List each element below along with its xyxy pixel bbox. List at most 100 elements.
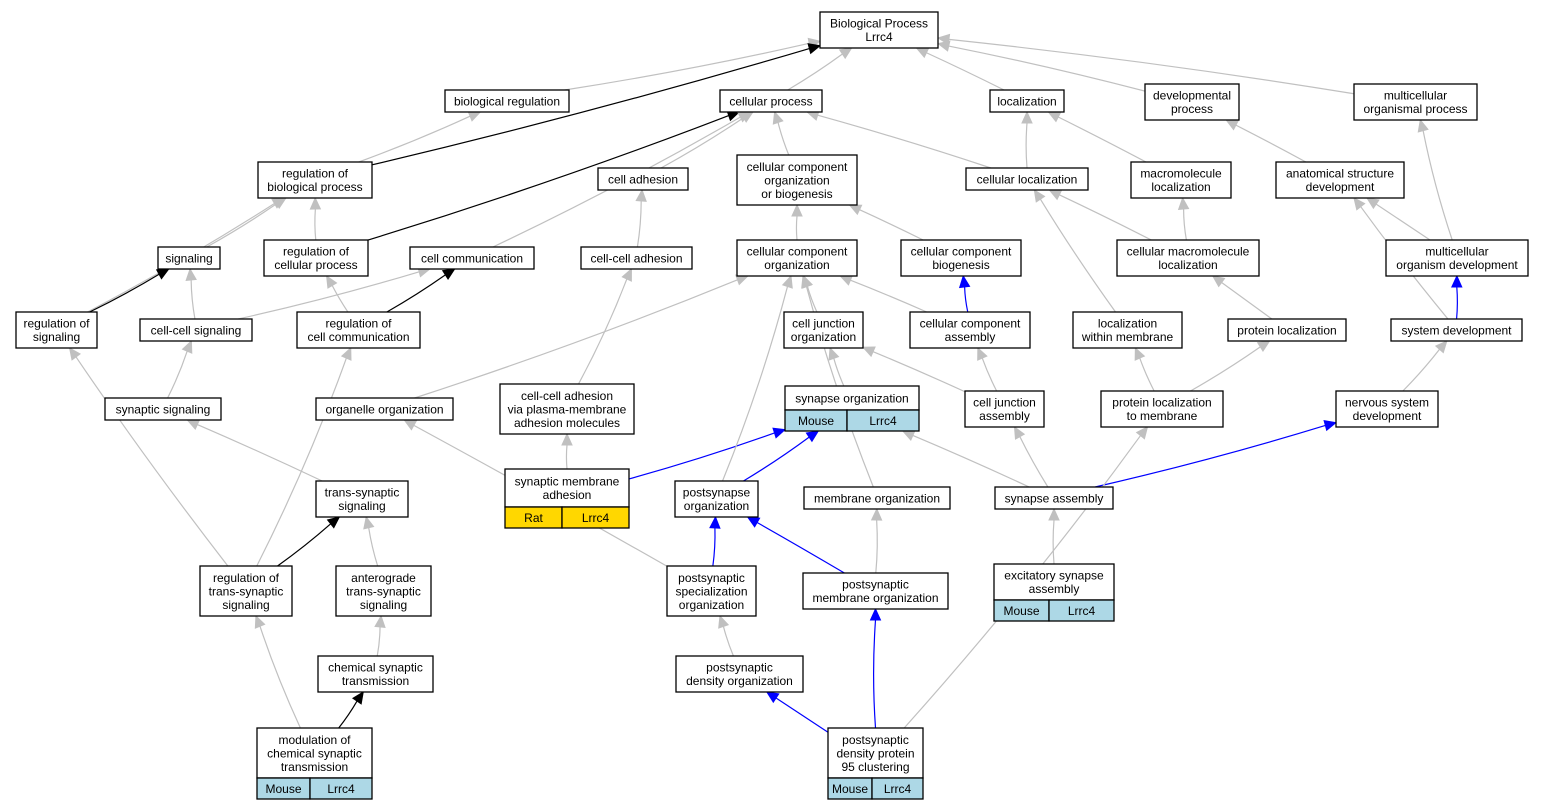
edge-arrowhead [186, 419, 201, 431]
go-term-membrane-organization[interactable]: membrane organization [803, 486, 951, 510]
term-label: synaptic membrane [515, 475, 620, 489]
term-box [157, 246, 221, 270]
edge-line [367, 115, 729, 241]
species-label[interactable]: Mouse [265, 782, 301, 796]
edge-is-a [1402, 340, 1448, 392]
go-term-protein-localization[interactable]: protein localization [1227, 318, 1347, 342]
term-label: organization [764, 258, 829, 272]
edge-arrowhead [1021, 110, 1033, 124]
go-term-cell-cell-signaling[interactable]: cell-cell signaling [139, 318, 253, 342]
go-term-cell-communication[interactable]: cell communication [409, 246, 535, 270]
edge-line [721, 286, 789, 482]
edge-line [722, 626, 734, 657]
species-label[interactable]: Mouse [798, 414, 834, 428]
go-term-cell-cell-adhesion[interactable]: cell-cell adhesion [580, 246, 693, 270]
edge-is-a [1048, 507, 1060, 565]
edge-line [817, 114, 992, 169]
species-label[interactable]: Mouse [1003, 604, 1039, 618]
edge-is-a [787, 47, 853, 91]
go-term-system-development[interactable]: system development [1390, 318, 1523, 342]
go-term-organelle-organization[interactable]: organelle organization [315, 397, 454, 421]
term-label: regulation of [283, 245, 350, 259]
go-term-biological-regulation[interactable]: biological regulation [444, 89, 570, 113]
edge-regulates [89, 268, 170, 313]
edge-line [1235, 124, 1307, 163]
term-label: regulation of [282, 167, 349, 181]
go-term-cellular-localization[interactable]: cellular localization [965, 167, 1089, 191]
edge-is-a [1033, 188, 1117, 313]
species-label[interactable]: Rat [524, 511, 543, 525]
term-box [315, 397, 454, 421]
gene-label[interactable]: Lrrc4 [1068, 604, 1096, 618]
gene-label[interactable]: Lrrc4 [869, 414, 897, 428]
go-term-synaptic-signaling[interactable]: synaptic signaling [104, 397, 222, 421]
edge-arrowhead [635, 188, 647, 202]
edge-is-a [801, 274, 874, 488]
edge-arrowhead [977, 346, 988, 361]
term-label: signaling [222, 598, 269, 612]
term-label: density protein [836, 746, 914, 760]
edge-is-a [861, 346, 966, 393]
gene-label[interactable]: Lrrc4 [582, 511, 610, 525]
gene-cell [871, 777, 924, 800]
species-label[interactable]: Mouse [832, 782, 868, 796]
term-label: multicellular [1384, 89, 1447, 103]
term-label: localization [997, 94, 1056, 108]
edge-line [787, 53, 843, 91]
go-term-cell-adhesion[interactable]: cell adhesion [597, 167, 689, 191]
term-label: cellular localization [977, 172, 1078, 186]
edge-line [833, 358, 845, 387]
go-term-signaling[interactable]: signaling [157, 246, 221, 270]
edge-line [964, 286, 969, 313]
term-label: postsynaptic [842, 733, 909, 747]
edge-line [256, 357, 347, 567]
edge-line [89, 273, 160, 313]
go-term-localization[interactable]: localization [989, 89, 1065, 113]
go-term-cellular-process[interactable]: cellular process [719, 89, 823, 113]
gene-label[interactable]: Lrrc4 [327, 782, 355, 796]
go-term-synapse-assembly[interactable]: synapse assembly [994, 486, 1114, 510]
term-box [256, 727, 373, 779]
term-label: postsynapse [683, 486, 751, 500]
edge-is-a [936, 40, 1146, 92]
term-label: trans-synaptic [209, 584, 284, 598]
term-label: cell communication [421, 251, 523, 265]
gene-label[interactable]: Lrrc4 [884, 782, 912, 796]
edge-part-of [746, 516, 845, 574]
term-label: cell-cell adhesion [590, 251, 682, 265]
